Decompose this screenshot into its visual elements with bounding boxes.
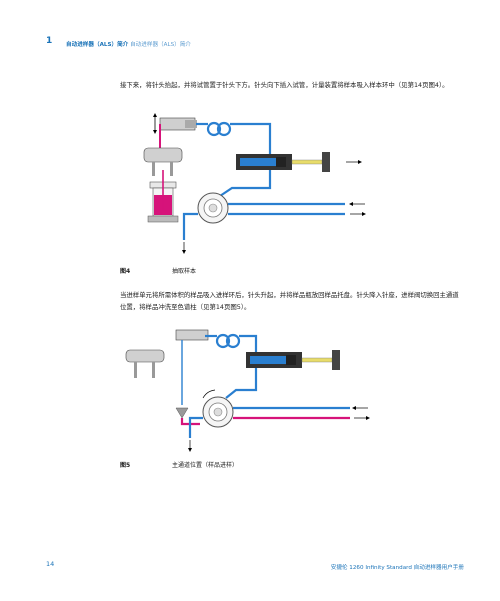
- running-head-light: 自动进样器（ALS）简介: [130, 42, 191, 48]
- figure-4-caption: 抽取样本: [172, 268, 197, 275]
- running-head: 自动进样器（ALS）简介 自动进样器（ALS）简介: [66, 40, 191, 48]
- tray-leg-left: [152, 162, 155, 176]
- needle-holder: [175, 329, 209, 341]
- meter-piston-rod: [301, 357, 333, 363]
- needle-holder-inner: [185, 120, 197, 128]
- running-head-bold: 自动进样器（ALS）简介: [66, 42, 129, 48]
- waste-arrowhead: [188, 448, 192, 452]
- loop-coil-2: [216, 121, 232, 137]
- page-number: 14: [46, 560, 55, 568]
- waste-arrowhead: [182, 250, 186, 254]
- loop-coil-1: [215, 333, 231, 349]
- figure-5-caption: 主通道位置（样品进样）: [172, 462, 239, 469]
- figure-5-number: 图5: [120, 462, 131, 469]
- needle-up-arrowhead-top: [153, 113, 157, 117]
- waste-tube: [188, 416, 203, 438]
- sample-to-valve-tube: [180, 418, 200, 426]
- chapter-number: 1: [46, 36, 53, 46]
- tray-plate: [125, 349, 165, 363]
- figure-4-diagram: [143, 113, 366, 254]
- vial-base: [147, 215, 179, 223]
- meter-drive: [332, 350, 340, 370]
- outlet-arrowhead-2: [362, 212, 366, 216]
- needle-up-arrowhead-bottom: [153, 130, 157, 134]
- tray-leg-left: [134, 362, 137, 378]
- meter-arrowhead: [358, 160, 362, 164]
- inlet-arrowhead-1: [352, 406, 356, 410]
- figure-5-diagram: [125, 329, 370, 452]
- figure-4-number: 图4: [120, 268, 131, 275]
- meter-fluid: [240, 158, 276, 166]
- meter-piston-head: [286, 355, 296, 365]
- meter-drive: [322, 152, 330, 172]
- valve-rotation-arrow: [202, 389, 216, 399]
- tray-leg-right: [170, 162, 173, 176]
- waste-tube: [182, 212, 198, 240]
- outlet-arrowhead-2: [366, 416, 370, 420]
- paragraph-2: 当进样单元将所需体积的样品吸入进样环后，针头升起，并将样品瓶放回样品托盘。针头降…: [120, 291, 459, 311]
- paragraph-1: 接下来，将针头抬起，并将试管置于针头下方。针头向下插入试管，计量装置将样本吸入样…: [120, 81, 449, 89]
- loop-to-meter-tube: [239, 334, 258, 358]
- inlet-arrowhead-1: [349, 202, 353, 206]
- meter-to-valve-tube: [219, 170, 272, 197]
- needle-seat: [175, 407, 189, 419]
- valve-core: [213, 407, 223, 417]
- loop-coil-2: [225, 333, 241, 349]
- loop-coil-1: [206, 121, 222, 137]
- meter-piston-rod: [291, 159, 323, 165]
- meter-piston-head: [276, 157, 286, 167]
- footer-manual-title: 安捷伦 1260 Infinity Standard 自动进样器用户手册: [330, 565, 464, 571]
- valve-core: [208, 203, 218, 213]
- tray-plate: [143, 147, 183, 163]
- meter-to-valve-tube: [225, 368, 258, 399]
- loop-to-meter-tube: [230, 122, 272, 158]
- meter-fluid: [250, 356, 286, 364]
- tray-leg-right: [152, 362, 155, 378]
